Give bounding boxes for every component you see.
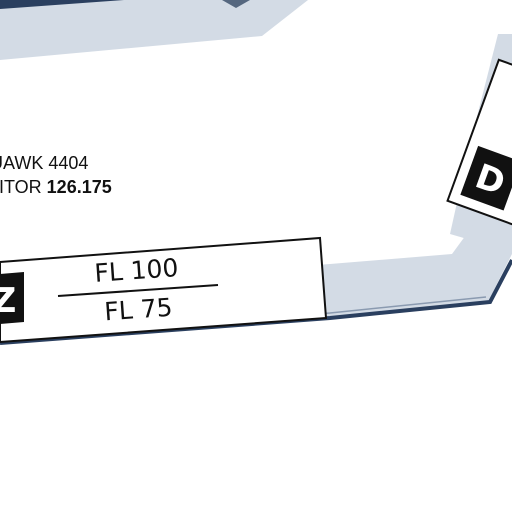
altitude-block: Z FL 100 FL 75 (0, 236, 328, 344)
upper-airspace-band (0, 0, 308, 60)
monitor-frequency: 126.175 (46, 177, 112, 197)
lower-limit-label: FL 75 (103, 293, 173, 327)
altitude-badge-letter: Z (0, 281, 16, 321)
altitude-divider (57, 284, 219, 297)
monitor-label: NITOR (0, 177, 42, 197)
squawk-instruction: UAWK 4404 (0, 153, 89, 173)
upper-limit-label: FL 100 (94, 253, 180, 288)
sector-badge-box: D (446, 58, 512, 233)
monitor-instruction: NITOR 126.175 (0, 177, 112, 198)
